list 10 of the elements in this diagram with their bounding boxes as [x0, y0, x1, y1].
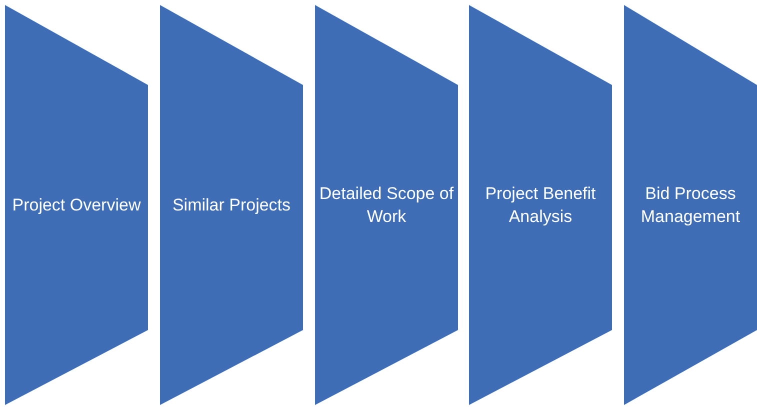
step-label: Project Overview: [11, 194, 142, 216]
trapezoid-step-shape: [160, 5, 303, 405]
step-label: Similar Projects: [171, 194, 292, 216]
trapezoid-step-shape: [315, 5, 458, 405]
step-label: Detailed Scope of Work: [319, 183, 454, 228]
trapezoid-step-shape: [624, 5, 757, 405]
trapezoid-step-shape: [469, 5, 612, 405]
trapezoid-step-shape: [5, 5, 148, 405]
step-label: Bid Process Management: [640, 183, 742, 228]
step-label: Project Benefit Analysis: [484, 183, 597, 228]
